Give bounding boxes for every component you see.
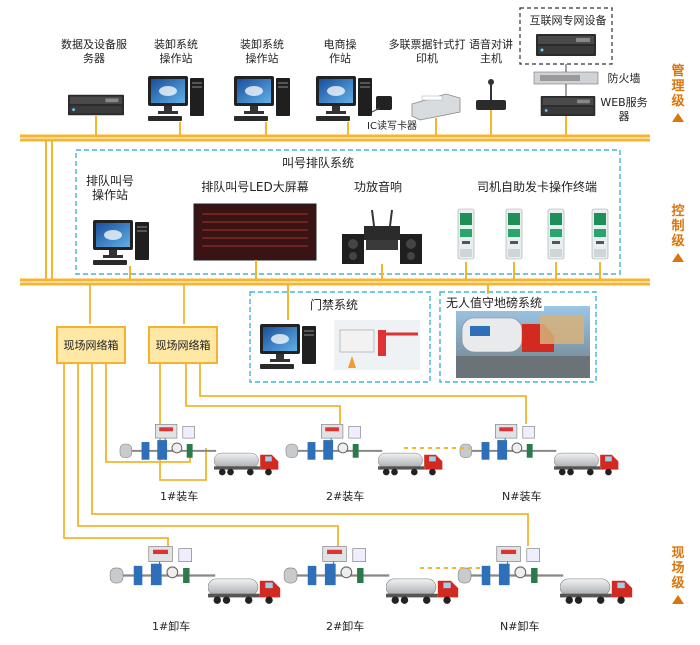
field-cables	[63, 284, 529, 546]
led-screen-label: 排队叫号LED大屏幕	[201, 180, 309, 194]
layer-field-arrow-icon	[672, 595, 684, 604]
unload-station-1	[109, 546, 281, 605]
layer-management-text: 管理级	[671, 64, 685, 109]
gate-workstation	[260, 284, 316, 369]
load-workstation-1	[148, 76, 204, 136]
web-server-label: WEB服务器	[600, 96, 648, 123]
weighbridge-box	[439, 291, 597, 383]
weighbridge-title: 无人值守地磅系统	[444, 294, 545, 311]
layer-control-text: 控制级	[671, 204, 685, 249]
load-station-n	[458, 424, 619, 476]
firewall-label: 防火墙	[607, 72, 641, 85]
field-netbox-1: 现场网络箱	[56, 326, 126, 364]
layer-field-text: 现场级	[671, 546, 685, 591]
ecommerce-workstation	[316, 76, 392, 136]
queue-system-title: 叫号排队系统	[282, 156, 355, 170]
printer-label: 多联票据针式打印机	[388, 38, 466, 65]
internet-device-box	[519, 7, 613, 65]
terminals-label: 司机自助发卡操作终端	[476, 180, 597, 194]
load-n-label: N#装车	[502, 490, 542, 503]
web-server	[540, 84, 596, 136]
load-ws2-label: 装卸系统操作站	[240, 38, 284, 65]
amplifier-label: 功放音响	[353, 180, 402, 194]
internet-device-label: 互联网专网设备	[529, 14, 607, 27]
unload-1-label: 1#卸车	[152, 620, 191, 633]
load-ws-label: 装卸系统操作站	[154, 38, 198, 65]
layer-field: 现场级	[666, 546, 690, 604]
gate-system-box	[249, 291, 431, 383]
control-bus	[20, 278, 650, 286]
weighbridge-scene	[456, 284, 590, 378]
led-big-screen	[193, 203, 317, 280]
queue-system-box	[75, 149, 621, 275]
self-service-kiosks	[457, 208, 609, 280]
ecommerce-ws-label: 电商操作站	[323, 38, 357, 65]
management-bus	[20, 134, 650, 142]
firewall	[533, 64, 599, 85]
layer-control: 控制级	[666, 204, 690, 262]
layer-management-arrow-icon	[672, 113, 684, 122]
queue-workstation	[93, 220, 149, 280]
load-2-label: 2#装车	[326, 490, 365, 503]
gate-system-title: 门禁系统	[310, 298, 359, 312]
unload-n-label: N#卸车	[500, 620, 540, 633]
data-server-label: 数据及设备服务器	[61, 38, 127, 65]
ic-reader-label: IC读写卡器	[367, 121, 417, 132]
bus-risers	[45, 140, 53, 280]
intercom-host	[476, 79, 506, 136]
layer-management: 管理级	[666, 64, 690, 122]
amplifier-speakers	[342, 209, 422, 280]
field-netbox-2: 现场网络箱	[148, 326, 218, 364]
dot-matrix-printer	[411, 93, 461, 136]
layer-control-arrow-icon	[672, 253, 684, 262]
barrier-gate	[334, 320, 420, 370]
unload-2-label: 2#卸车	[326, 620, 365, 633]
load-station-2	[284, 424, 443, 476]
load-station-1	[118, 424, 279, 476]
unload-station-2	[283, 546, 459, 605]
queue-ws-label: 排队叫号操作站	[85, 174, 134, 202]
data-server	[68, 94, 124, 136]
load-1-label: 1#装车	[160, 490, 199, 503]
unload-station-n	[457, 546, 633, 605]
intercom-label: 语音对讲主机	[469, 38, 513, 65]
load-workstation-2	[234, 76, 290, 136]
